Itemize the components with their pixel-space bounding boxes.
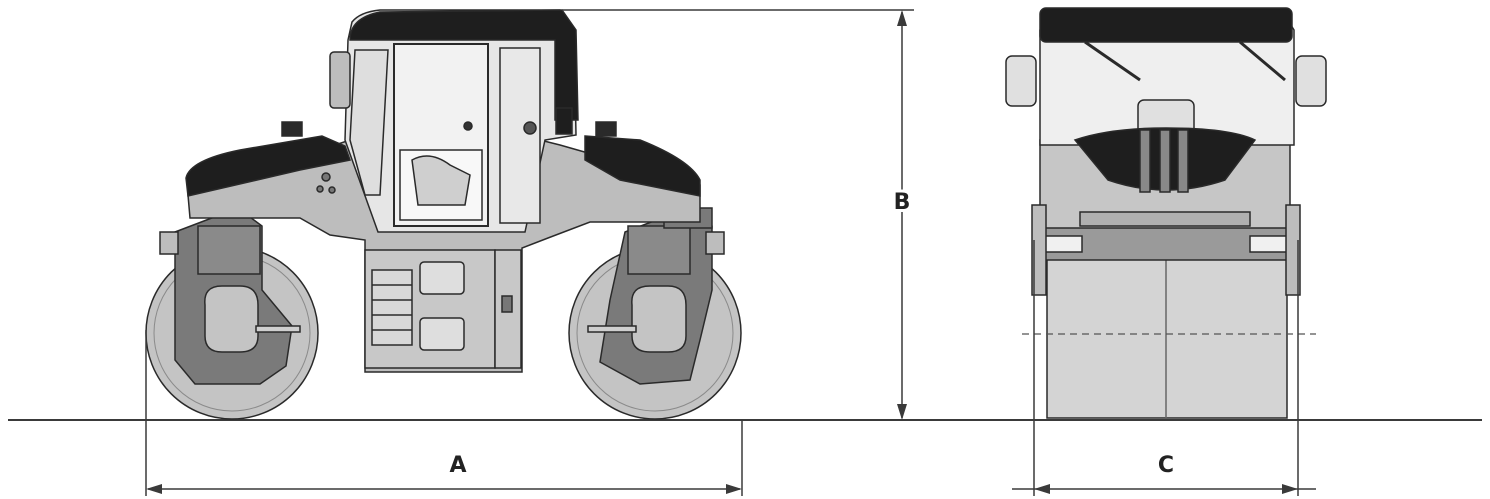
label-a: A [449,453,466,478]
rear-cowling [185,135,351,197]
dimension-c [1012,240,1316,496]
label-c: C [1158,453,1174,478]
rear-view-roller [1005,7,1327,419]
rear-drum [145,207,319,420]
front-cowling [584,135,701,197]
label-b: B [894,190,911,215]
dimension-a [145,330,743,496]
cab [329,9,579,233]
side-view-roller [145,9,742,420]
front-drum [568,207,742,420]
rear-view-drum [1046,257,1288,419]
engine-panel [364,249,522,369]
dimension-b [562,9,914,420]
